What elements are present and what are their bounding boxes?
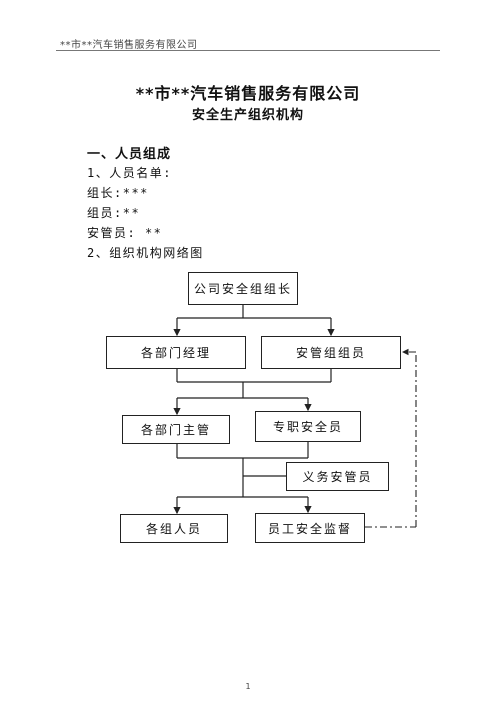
text-line: 2、组织机构网络图 (87, 246, 204, 260)
page-header: **市**汽车销售服务有限公司 (60, 40, 198, 51)
org-box-volunteer-safety-officer: 义务安管员 (286, 462, 389, 491)
org-box-fulltime-safety-officer: 专职安全员 (255, 411, 361, 442)
text-line: 安管员: ** (87, 226, 163, 240)
org-box-department-managers: 各部门经理 (106, 336, 246, 369)
org-box-safety-team-members: 安管组组员 (261, 336, 401, 369)
section-heading: 一、人员组成 (87, 147, 172, 162)
text-line: 1、人员名单: (87, 166, 172, 180)
header-rule (56, 50, 440, 51)
document-subtitle: 安全生产组织机构 (191, 108, 304, 123)
org-box-safety-team-leader: 公司安全组组长 (188, 272, 298, 305)
text-line: 组长:*** (87, 186, 149, 200)
page-number: 1 (245, 682, 251, 691)
org-box-department-supervisors: 各部门主管 (122, 415, 230, 444)
text-line: 组员:** (87, 206, 141, 220)
org-box-team-staff: 各组人员 (120, 514, 228, 543)
document-title: **市**汽车销售服务有限公司 (135, 84, 361, 103)
org-box-employee-safety-supervisor: 员工安全监督 (255, 513, 365, 543)
